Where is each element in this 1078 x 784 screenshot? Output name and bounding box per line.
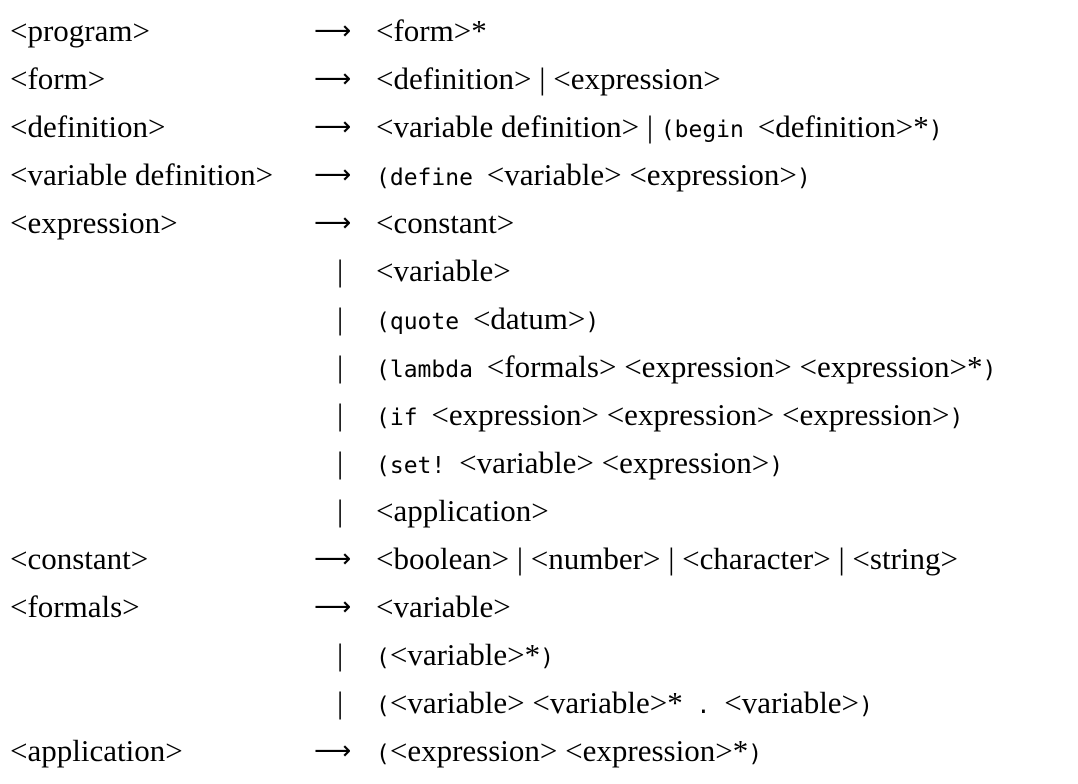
grammar-rule: | <variable> xyxy=(0,247,1078,295)
nonterminal-lhs: <formals> xyxy=(10,589,140,624)
alternative-bar: | xyxy=(337,349,344,384)
rhs-text: <variable>* xyxy=(389,637,541,672)
production-arrow: ⟶ xyxy=(314,736,351,766)
grammar-rule: <formals> ⟶ <variable> xyxy=(0,583,1078,631)
production-rhs: <definition> | <expression> xyxy=(376,55,721,109)
keyword-token: ) xyxy=(585,309,600,335)
rhs-text: <variable> xyxy=(724,685,860,720)
production-rhs: <form>* xyxy=(376,7,487,61)
grammar-rule: | (if <expression> <expression> <expressi… xyxy=(0,391,1078,439)
keyword-token: (lambda xyxy=(376,357,487,383)
production-arrow: ⟶ xyxy=(314,544,351,574)
rhs-text: <formals> <expression> <expression>* xyxy=(486,349,983,384)
keyword-token: . xyxy=(682,693,725,719)
production-rhs: (define <variable> <expression>) xyxy=(376,151,811,205)
grammar-rule: <variable definition> ⟶ (define <variable>… xyxy=(0,151,1078,199)
rhs-text: <variable> <expression> xyxy=(486,157,797,192)
production-rhs: <variable definition> | (begin <definiti… xyxy=(376,103,943,157)
alternative-bar: | xyxy=(337,253,344,288)
alternative-bar: | xyxy=(337,637,344,672)
rhs-text: <variable> <expression> xyxy=(459,445,770,480)
production-arrow: ⟶ xyxy=(314,64,351,94)
nonterminal-lhs: <constant> xyxy=(10,541,149,576)
grammar-rule: | (lambda <formals> <expression> <express… xyxy=(0,343,1078,391)
grammar-rule: | (set! <variable> <expression>) xyxy=(0,439,1078,487)
nonterminal-lhs: <variable definition> xyxy=(10,157,274,192)
production-rhs: (<expression> <expression>*) xyxy=(376,727,762,781)
grammar-rule: | (quote <datum>) xyxy=(0,295,1078,343)
production-rhs: (set! <variable> <expression>) xyxy=(376,439,783,493)
production-rhs: <constant> xyxy=(376,199,514,253)
production-rhs: <variable> xyxy=(376,583,511,637)
production-rhs: (lambda <formals> <expression> <expressi… xyxy=(376,343,996,397)
keyword-token: ) xyxy=(982,357,997,383)
grammar-rule: <expression> ⟶ <constant> xyxy=(0,199,1078,247)
alternative-bar: | xyxy=(337,445,344,480)
rhs-text: <variable> <variable>* xyxy=(389,685,683,720)
alternative-bar: | xyxy=(337,685,344,720)
rhs-text: <application> xyxy=(376,493,549,528)
rhs-text: <datum> xyxy=(472,301,586,336)
keyword-token: ( xyxy=(376,693,390,719)
keyword-token: ) xyxy=(949,405,964,431)
keyword-token: (define xyxy=(376,165,487,191)
rhs-text: <form>* xyxy=(376,13,487,48)
production-arrow: ⟶ xyxy=(314,592,351,622)
production-rhs: <variable> xyxy=(376,247,511,301)
rhs-text: <boolean> | <number> | <character> | <st… xyxy=(376,541,958,576)
nonterminal-lhs: <expression> xyxy=(10,205,178,240)
keyword-token: ) xyxy=(540,645,555,671)
rhs-text: <variable> xyxy=(376,253,511,288)
nonterminal-lhs: <definition> xyxy=(10,109,166,144)
rhs-text: <definition> | <expression> xyxy=(376,61,721,96)
keyword-token: ) xyxy=(796,165,811,191)
rhs-text: <expression> <expression>* xyxy=(389,733,749,768)
production-arrow: ⟶ xyxy=(314,160,351,190)
alternative-bar: | xyxy=(337,493,344,528)
production-arrow: ⟶ xyxy=(314,16,351,46)
alternative-bar: | xyxy=(337,397,344,432)
keyword-token: (set! xyxy=(376,453,460,479)
production-arrow: ⟶ xyxy=(314,112,351,142)
grammar-rule: <form> ⟶ <definition> | <expression> xyxy=(0,55,1078,103)
rhs-text: <expression> <expression> <expression> xyxy=(431,397,950,432)
rhs-text: <variable definition> | xyxy=(376,109,661,144)
rhs-text: <constant> xyxy=(376,205,515,240)
production-rhs: (quote <datum>) xyxy=(376,295,599,349)
production-arrow: ⟶ xyxy=(314,208,351,238)
production-rhs: (<variable>*) xyxy=(376,631,554,685)
production-rhs: (<variable> <variable>* . <variable>) xyxy=(376,679,873,733)
keyword-token: ) xyxy=(859,693,873,719)
grammar-rule: <program> ⟶ <form>* xyxy=(0,7,1078,55)
grammar-rule: <definition> ⟶ <variable definition> | (be… xyxy=(0,103,1078,151)
production-rhs: <application> xyxy=(376,487,549,541)
keyword-token: (quote xyxy=(376,309,473,335)
grammar-rule: | (<variable>*) xyxy=(0,631,1078,679)
alternative-bar: | xyxy=(337,301,344,336)
keyword-token: ) xyxy=(928,117,943,143)
nonterminal-lhs: <form> xyxy=(10,61,106,96)
keyword-token: ) xyxy=(769,453,784,479)
grammar-rule: <constant> ⟶ <boolean> | <number> | <chara… xyxy=(0,535,1078,583)
grammar-rule: <application> ⟶ (<expression> <expression>… xyxy=(0,727,1078,775)
grammar-rule: | (<variable> <variable>* . <variable>) xyxy=(0,679,1078,727)
grammar-table: <program> ⟶ <form>* <form> ⟶ <definition> | <… xyxy=(0,7,1078,775)
production-rhs: (if <expression> <expression> <expressio… xyxy=(376,391,963,445)
keyword-token: ) xyxy=(748,741,763,767)
keyword-token: (if xyxy=(376,405,432,431)
keyword-token: (begin xyxy=(660,117,758,143)
rhs-text: <variable> xyxy=(376,589,511,624)
keyword-token: ( xyxy=(376,741,390,767)
rhs-text: <definition>* xyxy=(757,109,929,144)
nonterminal-lhs: <program> xyxy=(10,13,150,48)
production-rhs: <boolean> | <number> | <character> | <st… xyxy=(376,535,958,589)
grammar-rule: | <application> xyxy=(0,487,1078,535)
nonterminal-lhs: <application> xyxy=(10,733,183,768)
keyword-token: ( xyxy=(376,645,390,671)
